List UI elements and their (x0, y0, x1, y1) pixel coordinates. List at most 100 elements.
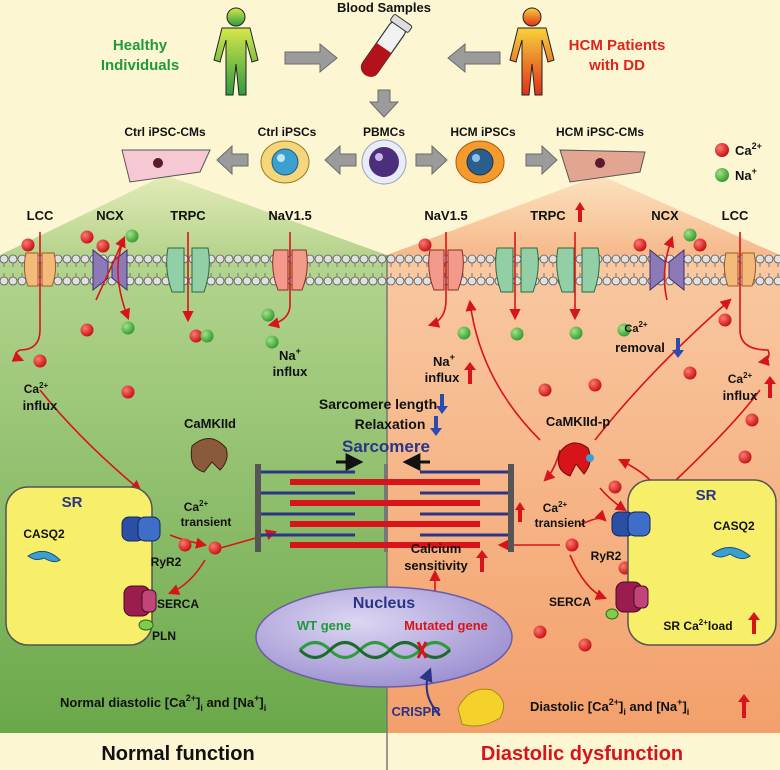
ion-flow-arrows (11, 232, 770, 610)
lipid-head (602, 254, 612, 264)
lipid-head (251, 276, 261, 286)
right-camk-label: CaMKIId-p (546, 414, 610, 429)
right-sr-label: SR (696, 487, 717, 504)
right-ca-transient-label: Ca2+ (543, 500, 568, 515)
lipid-head (476, 254, 486, 264)
left-nav-channel (272, 249, 308, 291)
right-ncx-label: NCX (651, 208, 679, 223)
ca-ion-dot (418, 238, 432, 252)
left-lcc-label: LCC (27, 208, 54, 223)
mutated-gene-label: Mutated gene (404, 618, 488, 633)
lipid-head (404, 254, 414, 264)
lipid-head (341, 254, 351, 264)
lipid-head (602, 276, 612, 286)
lipid-head (359, 254, 369, 264)
lipid-head (539, 254, 549, 264)
ctrl-ipscs-label: Ctrl iPSCs (258, 125, 317, 139)
na-ion-dot (683, 228, 697, 242)
ca-ion-dot (578, 638, 592, 652)
hcm-cms-label: HCM iPSC-CMs (556, 125, 644, 139)
lipid-head (143, 276, 153, 286)
pbmc-icon (361, 139, 407, 185)
ca-ion-dot (80, 323, 94, 337)
left-camk-label: CaMKIId (184, 416, 236, 431)
left-ryr2-icon (121, 516, 161, 542)
ctrl-cms-label: Ctrl iPSC-CMs (124, 125, 206, 139)
hcm-person-icon (509, 7, 555, 96)
hcm-cm-cell-icon (559, 149, 646, 183)
camk-p-icon (557, 442, 594, 477)
right-casq2-label: CASQ2 (713, 519, 755, 533)
na-ion-dot (569, 326, 583, 340)
legend-ca-dot (715, 143, 729, 157)
lipid-head (692, 254, 702, 264)
right-lcc-label: LCC (722, 208, 749, 223)
left-ryr2-label: RyR2 (151, 555, 182, 569)
right-ca-influx-label: Ca2+ (728, 371, 753, 386)
lipid-head (377, 254, 387, 264)
lipid-head (476, 276, 486, 286)
left-casq2-label: CASQ2 (23, 527, 65, 541)
lipid-head (260, 254, 270, 264)
nucleus (255, 586, 513, 688)
left-na-influx-label-2: influx (273, 364, 308, 379)
legend: Ca2+ Na+ (715, 141, 762, 183)
pln-icon (138, 619, 154, 631)
left-ca-transient-label: Ca2+ (184, 499, 209, 514)
left-sr-label: SR (62, 494, 83, 511)
header-arrows (216, 42, 558, 176)
healthy-person-icon (213, 7, 259, 96)
lipid-head (260, 276, 270, 286)
na-ion-dot (200, 329, 214, 343)
hcm-label-2: with DD (588, 57, 645, 74)
right-dd-text: Diastolic [Ca2+]i and [Na+]i (530, 697, 689, 717)
relaxation-label: Relaxation (355, 416, 426, 432)
lipid-head (692, 276, 702, 286)
lipid-head (233, 276, 243, 286)
lipid-head (629, 254, 639, 264)
right-serca-icon (615, 581, 649, 613)
lipid-head (755, 276, 765, 286)
lipid-head (413, 276, 423, 286)
lipid-head (629, 276, 639, 286)
lipid-head (53, 276, 63, 286)
lipid-head (368, 254, 378, 264)
lipid-head (242, 254, 252, 264)
lipid-head (332, 254, 342, 264)
hcm-ipsc-icon (455, 140, 505, 184)
lipid-head (764, 254, 774, 264)
lipid-head (350, 276, 360, 286)
left-ca-influx-label-2: influx (23, 398, 58, 413)
ca-ion-dot (178, 538, 192, 552)
ca-ion-dot (683, 366, 697, 380)
lipid-head (8, 276, 18, 286)
calcium-sens-label-2: sensitivity (404, 558, 468, 573)
lipid-head (467, 276, 477, 286)
trpc-up-arrow-icon (575, 202, 585, 222)
footer-diastolic-dysfunction: Diastolic dysfunction (481, 743, 683, 765)
crispr-arrow (419, 667, 441, 716)
left-casq2-icon (27, 550, 61, 563)
blood-samples-label: Blood Samples (337, 0, 431, 15)
ca-ion-dot (80, 230, 94, 244)
lipid-head (314, 276, 324, 286)
right-casq2-icon (711, 547, 751, 560)
ca-ion-dot (565, 538, 579, 552)
lipid-head (332, 276, 342, 286)
lipid-head (638, 254, 648, 264)
lipid-head (710, 254, 720, 264)
lipid-head (17, 276, 27, 286)
ca-ion-dot (693, 238, 707, 252)
wt-gene-label: WT gene (297, 618, 351, 633)
lipid-head (350, 254, 360, 264)
left-normal-text: Normal diastolic [Ca2+]i and [Na+]i (60, 693, 266, 713)
lipid-head (395, 254, 405, 264)
left-serca-icon (123, 585, 157, 617)
lipid-head (215, 254, 225, 264)
lipid-head (638, 276, 648, 286)
na-ion-dot (125, 229, 139, 243)
dd-up-icon (738, 694, 750, 718)
left-nav-label: NaV1.5 (268, 208, 311, 223)
lipid-head (485, 276, 495, 286)
na-ion-dot (510, 327, 524, 341)
